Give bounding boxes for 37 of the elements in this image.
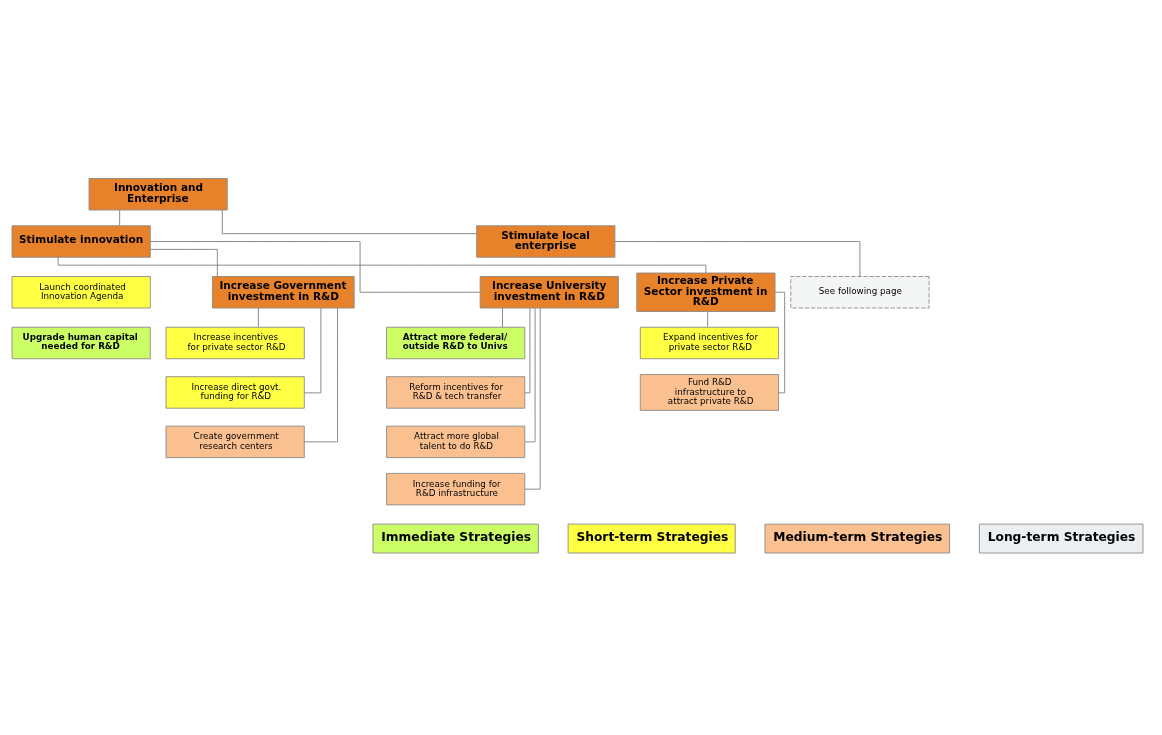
node-box: Increase University investment in R&D xyxy=(479,276,619,309)
connector xyxy=(614,241,861,277)
connector xyxy=(303,307,322,394)
connector xyxy=(524,307,531,394)
legend-label: Short-term Strategies xyxy=(576,530,729,545)
connector xyxy=(707,311,709,328)
connector xyxy=(774,291,786,394)
connector xyxy=(57,256,707,274)
connector xyxy=(119,209,121,226)
connector xyxy=(524,307,536,443)
node-box: Upgrade human capital needed for R&D xyxy=(11,326,151,360)
node-box: Increase direct govt. funding for R&D xyxy=(165,376,305,409)
node-box: Attract more federal/ outside R&D to Univs xyxy=(386,326,526,360)
connector xyxy=(257,307,259,328)
node-box: Increase funding for R&D infrastructure xyxy=(386,472,526,506)
connector xyxy=(502,307,503,328)
node-box: Launch coordinated Innovation Agenda xyxy=(11,276,151,309)
legend-label: Medium-term Strategies xyxy=(773,530,943,545)
connector xyxy=(150,248,218,277)
node-box: Create government research centers xyxy=(165,425,305,459)
node-box: Attract more global talent to do R&D xyxy=(386,425,526,459)
node-box: Expand incentives for private sector R&D xyxy=(639,326,779,360)
connector xyxy=(303,307,338,443)
connector xyxy=(150,241,481,293)
node-box: Increase Private Sector investment in R&D xyxy=(636,272,776,312)
legend-label: Immediate Strategies xyxy=(381,530,532,545)
node-box: See following page xyxy=(790,276,930,309)
node-box: Stimulate local enterprise xyxy=(476,225,616,258)
node-box: Reform incentives for R&D & tech transfer xyxy=(386,376,526,409)
connector xyxy=(221,209,477,235)
connector xyxy=(524,307,541,490)
node-box: Stimulate innovation xyxy=(11,225,151,258)
node-box: Fund R&D infrastructure to attract private R&D xyxy=(639,374,779,411)
legend-label: Long-term Strategies xyxy=(987,530,1136,545)
node-box: Increase incentives for private sector R&D xyxy=(165,326,305,360)
node-box: Innovation and Enterprise xyxy=(88,178,228,211)
node-box: Increase Government investment in R&D xyxy=(211,276,355,309)
